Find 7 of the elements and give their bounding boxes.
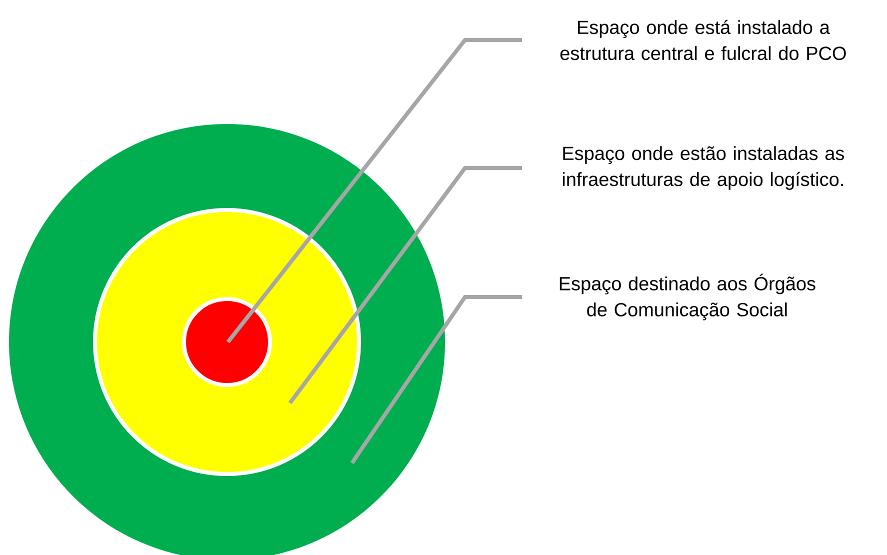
leader-line — [226, 38, 522, 344]
zone-circle — [182, 297, 272, 387]
leader-line — [288, 166, 522, 404]
leader-line — [350, 295, 522, 464]
callout-text: Espaço onde está instalado a estrutura central e fulcral do PCO — [560, 20, 846, 60]
callout-text: Espaço destinado aos Órgãos de Comunicação Social — [560, 274, 816, 320]
callout-text: Espaço onde estão instaladas as infraestruturas de apoio logístico. — [562, 146, 844, 190]
